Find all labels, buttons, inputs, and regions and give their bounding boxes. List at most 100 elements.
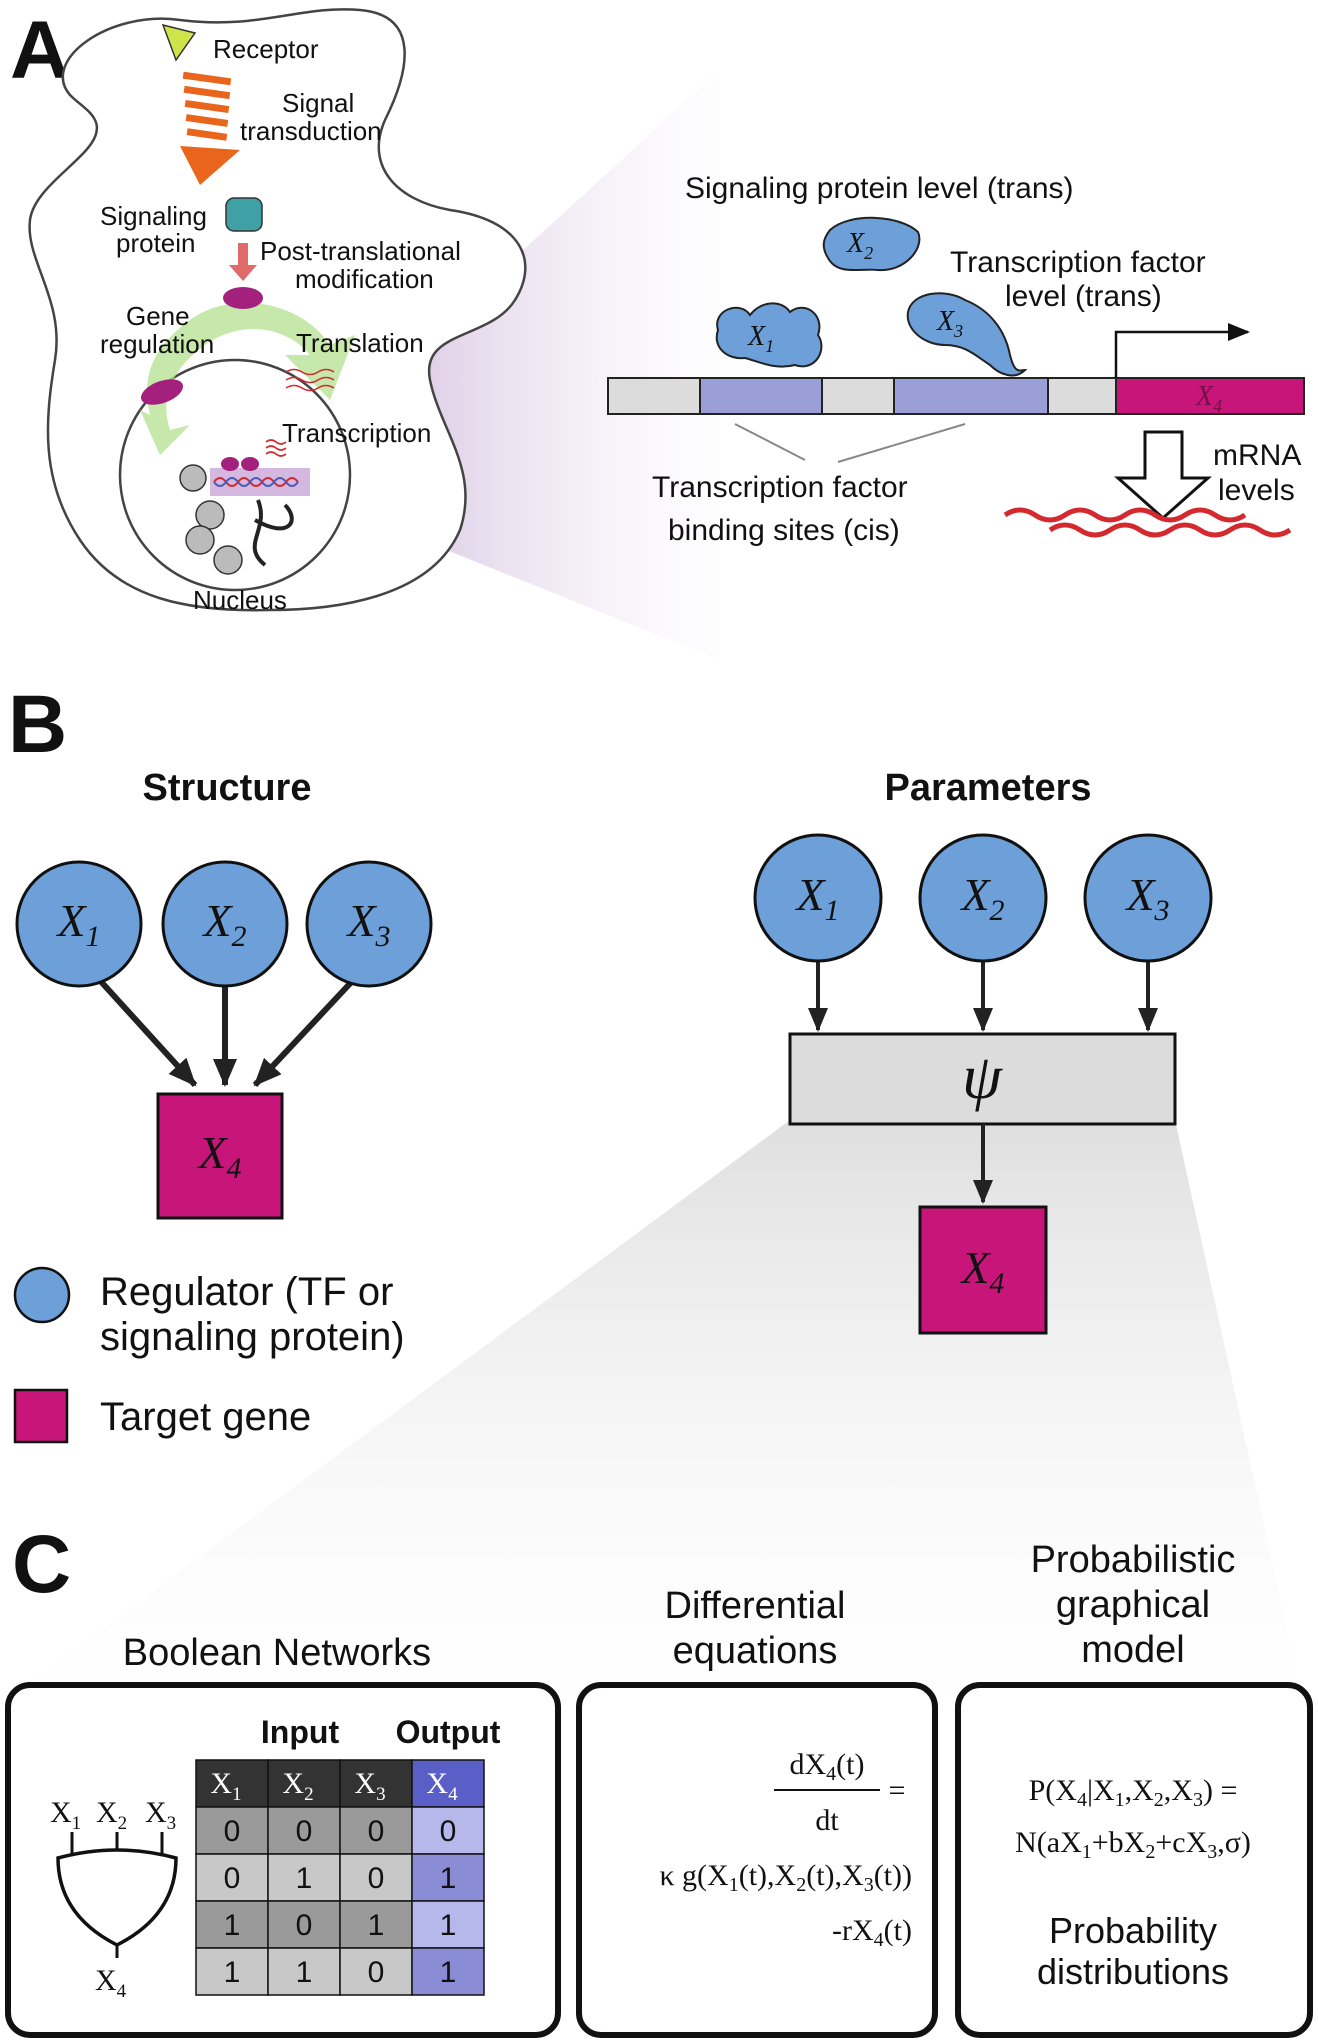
gene-label-1: Gene xyxy=(126,301,190,331)
ptm-arrow-shaft xyxy=(238,243,248,267)
legend-target-label: Target gene xyxy=(100,1395,311,1439)
panel-b-letter: B xyxy=(8,679,67,770)
ptm-label-2: modification xyxy=(295,264,434,294)
svg-text:X2: X2 xyxy=(201,895,246,953)
truth-table-cell xyxy=(267,1900,341,1949)
truth-table-header-label: X2 xyxy=(282,1767,313,1805)
svg-text:X1: X1 xyxy=(50,1796,81,1834)
svg-text:X3: X3 xyxy=(345,895,390,953)
pgm-box xyxy=(955,1682,1313,2038)
truth-table-cell xyxy=(339,1947,413,1996)
structure-node-x3: X3 xyxy=(305,860,433,988)
panel-a-letter: A xyxy=(10,5,69,96)
legend-target-icon xyxy=(13,1388,69,1444)
truth-table-value: 0 xyxy=(368,1815,385,1848)
panel-c-letter: C xyxy=(12,1519,71,1610)
truth-table-value: 0 xyxy=(224,1862,241,1895)
truth-table-cell xyxy=(339,1900,413,1949)
truth-table-cell xyxy=(339,1853,413,1902)
svg-text:X2: X2 xyxy=(846,228,873,263)
truth-table-cell xyxy=(267,1947,341,1996)
legend-regulator-icon xyxy=(13,1266,71,1324)
legend-regulator-label-2: signaling protein) xyxy=(100,1315,405,1359)
legend-regulator-label-1: Regulator (TF or xyxy=(100,1270,393,1314)
mrna-wave-icon xyxy=(1003,507,1292,538)
binding-callout-line-2 xyxy=(837,423,966,463)
gene-regulation-cycle-arrow xyxy=(140,302,355,455)
truth-table-value: 0 xyxy=(296,1815,313,1848)
svg-text:X1: X1 xyxy=(747,321,774,356)
truth-table-header-cell xyxy=(195,1759,269,1808)
legend: Regulator (TF or signaling protein) Targ… xyxy=(13,1266,405,1444)
structure-title: Structure xyxy=(143,767,312,809)
structure-node-x2: X2 xyxy=(161,860,289,988)
parameters-title: Parameters xyxy=(884,767,1091,809)
transcription-mrna-icon xyxy=(265,439,287,457)
parameter-node-x1: X1 xyxy=(753,833,883,963)
svg-text:X4: X4 xyxy=(1195,381,1222,416)
svg-text:=: = xyxy=(889,1774,906,1807)
truth-table-value: 1 xyxy=(224,1956,241,1989)
truth-table-cell xyxy=(195,1947,269,1996)
parameters-graph: X1 X2 X3 ψ X4 xyxy=(753,833,1213,1335)
differential-box xyxy=(576,1682,938,2038)
parameter-target-x4: X4 xyxy=(918,1205,1048,1335)
truth-table-header-label: X1 xyxy=(210,1767,241,1805)
truth-table-header-cell xyxy=(339,1759,413,1808)
truth-table-cell xyxy=(195,1853,269,1902)
svg-text:X3: X3 xyxy=(936,306,963,341)
pgm-equation: P(X4|X1,X2,X3) = N(aX1+bX2+cX3,σ) xyxy=(1015,1774,1251,1863)
structure-graph: X1 X2 X3 X4 xyxy=(15,860,433,1220)
svg-text:-rX4(t): -rX4(t) xyxy=(832,1914,912,1951)
svg-text:dt: dt xyxy=(815,1804,839,1837)
chromatin-icon xyxy=(179,457,299,575)
mrna-label-1: mRNA xyxy=(1213,439,1301,472)
svg-text:X3: X3 xyxy=(1124,869,1169,927)
truth-table-value: 0 xyxy=(440,1815,457,1848)
truth-table-value: 0 xyxy=(368,1862,385,1895)
signal-label-2: transduction xyxy=(240,116,382,146)
truth-table-value: 1 xyxy=(224,1909,241,1942)
dna-strip: X4 xyxy=(607,377,1305,416)
binding-label-1: Transcription factor xyxy=(652,471,908,504)
svg-text:X1: X1 xyxy=(55,895,100,953)
truth-table-cell xyxy=(339,1806,413,1855)
truth-table-value: 0 xyxy=(296,1909,313,1942)
receptor-icon xyxy=(161,23,197,62)
receptor-label: Receptor xyxy=(213,34,319,64)
structure-node-x1: X1 xyxy=(15,860,143,988)
truth-table-cell xyxy=(195,1806,269,1855)
truth-table-header-label: X3 xyxy=(354,1767,385,1805)
boolean-title: Boolean Networks xyxy=(123,1632,431,1674)
modified-tf-icon xyxy=(223,287,263,309)
psi-function-box: ψ xyxy=(788,1032,1177,1126)
diff-title-1: Differential xyxy=(665,1585,846,1627)
svg-text:X2: X2 xyxy=(96,1796,127,1834)
boolean-gate-icon: X1 X2 X3 X4 xyxy=(50,1796,178,2002)
svg-text:ψ: ψ xyxy=(962,1041,1003,1112)
svg-text:X4: X4 xyxy=(95,1964,127,2002)
binding-label-2: binding sites (cis) xyxy=(668,514,900,547)
truth-table-value: 1 xyxy=(440,1862,457,1895)
translation-mrna-icon xyxy=(285,368,335,392)
signaling-protein-icon xyxy=(225,197,263,232)
truth-table-cell xyxy=(411,1947,485,1996)
svg-text:X4: X4 xyxy=(959,1242,1004,1300)
parameter-node-x3: X3 xyxy=(1083,833,1213,963)
translation-label: Translation xyxy=(296,328,424,358)
tss-arrow xyxy=(1114,323,1250,378)
parameter-node-x2: X2 xyxy=(918,833,1048,963)
truth-table-value: 0 xyxy=(224,1815,241,1848)
tf-entering-nucleus-icon xyxy=(140,379,184,405)
truth-table-value: 1 xyxy=(440,1909,457,1942)
signaling-level-label: Signaling protein level (trans) xyxy=(685,172,1074,205)
svg-text:X4: X4 xyxy=(196,1127,241,1185)
nucleus-label: Nucleus xyxy=(193,585,287,615)
pgm-title-2: graphical xyxy=(1056,1584,1210,1626)
svg-text:dX4(t): dX4(t) xyxy=(790,1748,865,1785)
truth-table-cell xyxy=(411,1853,485,1902)
truth-table-value: 0 xyxy=(368,1956,385,1989)
svg-text:κ g(X1(t),X2(t),X3(t)): κ g(X1(t),X2(t),X3(t)) xyxy=(659,1859,912,1896)
